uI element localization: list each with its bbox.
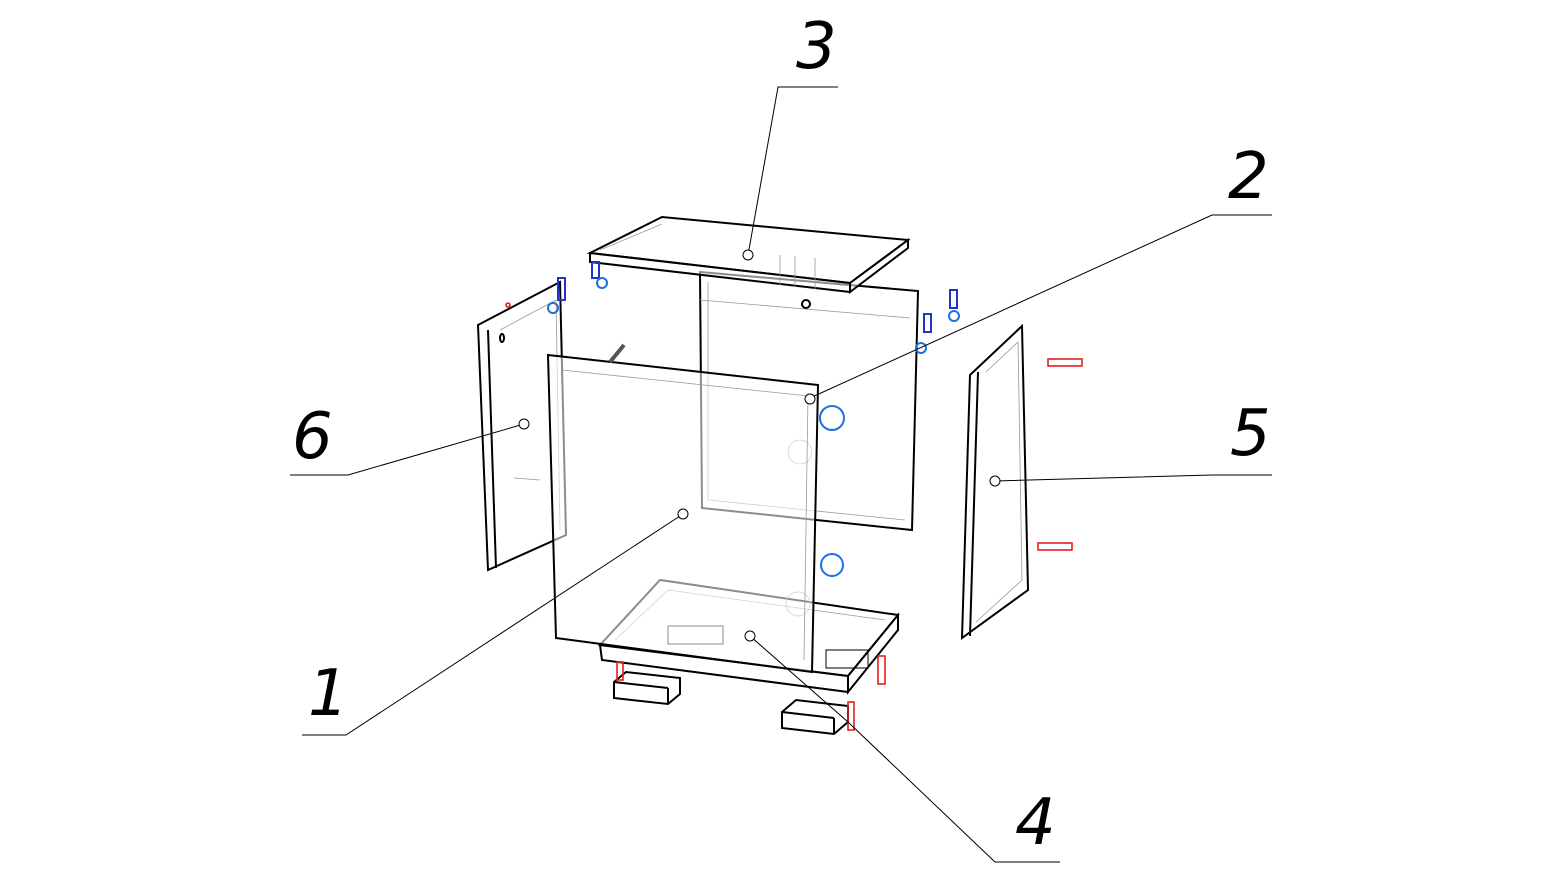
callout-4: 4 — [744, 630, 1060, 863]
callout-2: 2 — [804, 140, 1272, 405]
feet — [613, 670, 849, 736]
fasteners — [505, 261, 1083, 731]
callout-6: 6 — [290, 400, 530, 476]
callout-label-4: 4 — [1015, 786, 1056, 860]
callout-5: 5 — [989, 397, 1272, 487]
callout-label-2: 2 — [1228, 140, 1269, 214]
callout-label-3: 3 — [796, 10, 837, 84]
callout-label-1: 1 — [308, 657, 349, 731]
callout-1: 1 — [302, 508, 689, 736]
callout-3: 3 — [742, 10, 838, 261]
callout-label-5: 5 — [1230, 397, 1271, 471]
callout-label-6: 6 — [292, 400, 333, 474]
